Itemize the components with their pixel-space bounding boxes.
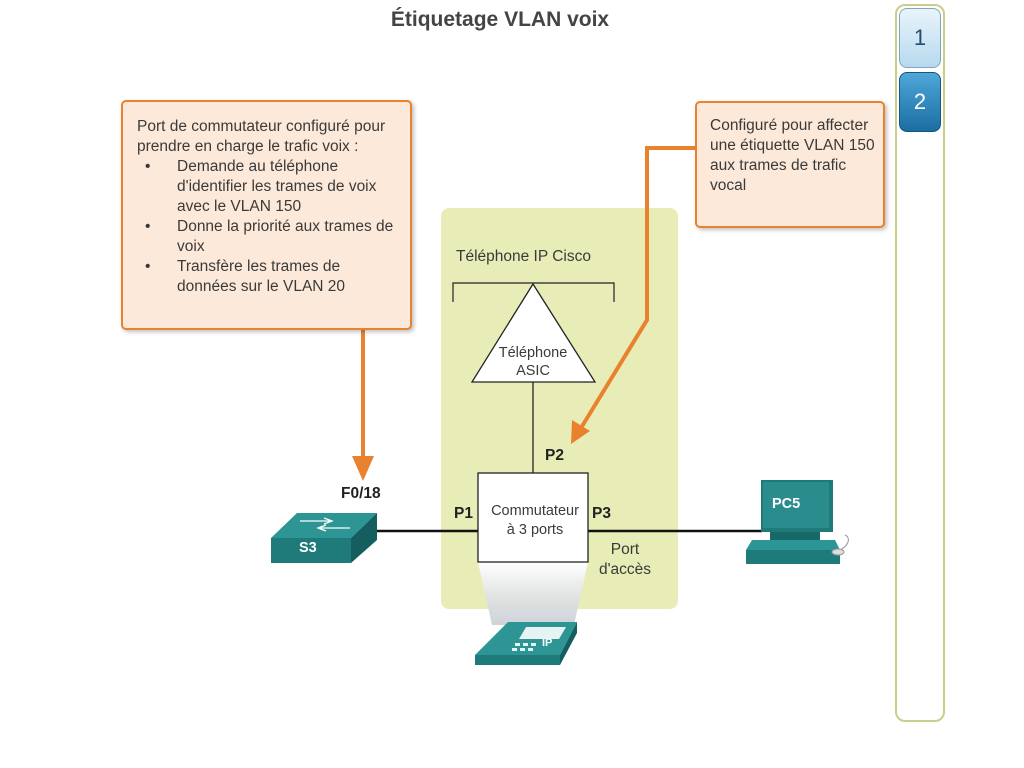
step-navigator: 1 2 <box>895 4 945 722</box>
right-callout-text: Configuré pour affecter une étiquette VL… <box>710 117 875 194</box>
left-callout-bullets: Demande au téléphone d'identifier les tr… <box>137 157 400 297</box>
port-p2-label: P2 <box>545 447 564 464</box>
s3-label: S3 <box>299 540 317 556</box>
port-p1-label: P1 <box>454 505 473 522</box>
port-p3-label: P3 <box>592 505 611 522</box>
step-1-button[interactable]: 1 <box>899 8 941 68</box>
bullet-item: Donne la priorité aux trames de voix <box>137 217 400 257</box>
switch-label-line1: Commutateur <box>491 503 579 519</box>
phone-bracket <box>452 282 615 302</box>
ip-phone-icon <box>475 622 577 665</box>
right-callout: Configuré pour affecter une étiquette VL… <box>695 101 885 228</box>
left-callout-intro: Port de commutateur configuré pour prend… <box>137 118 386 155</box>
access-port-line2: d'accès <box>598 561 652 578</box>
phone-title-label: Téléphone IP Cisco <box>456 248 591 265</box>
asic-label-line1: Téléphone <box>498 345 568 361</box>
switch-label: Commutateur à 3 ports <box>478 502 592 540</box>
switch-label-line2: à 3 ports <box>506 522 564 538</box>
pc5-icon <box>746 480 849 564</box>
switch-beam <box>478 562 588 625</box>
bullet-item: Transfère les trames de données sur le V… <box>137 257 400 297</box>
three-port-switch <box>477 472 589 563</box>
switch-s3-icon <box>271 513 377 563</box>
page-title: Étiquetage VLAN voix <box>390 8 610 31</box>
ip-label: IP <box>542 637 553 649</box>
bullet-item: Demande au téléphone d'identifier les tr… <box>137 157 400 217</box>
access-port-line1: Port <box>610 541 640 558</box>
right-callout-arrow <box>571 146 695 444</box>
pc5-label: PC5 <box>772 496 801 512</box>
asic-label: Téléphone ASIC <box>483 344 583 380</box>
access-port-label: Port d'accès <box>588 540 662 580</box>
asic-label-line2: ASIC <box>516 363 550 379</box>
left-callout-arrow <box>352 330 374 481</box>
step-2-button[interactable]: 2 <box>899 72 941 132</box>
left-callout: Port de commutateur configuré pour prend… <box>121 100 412 330</box>
port-f018-label: F0/18 <box>341 485 381 502</box>
